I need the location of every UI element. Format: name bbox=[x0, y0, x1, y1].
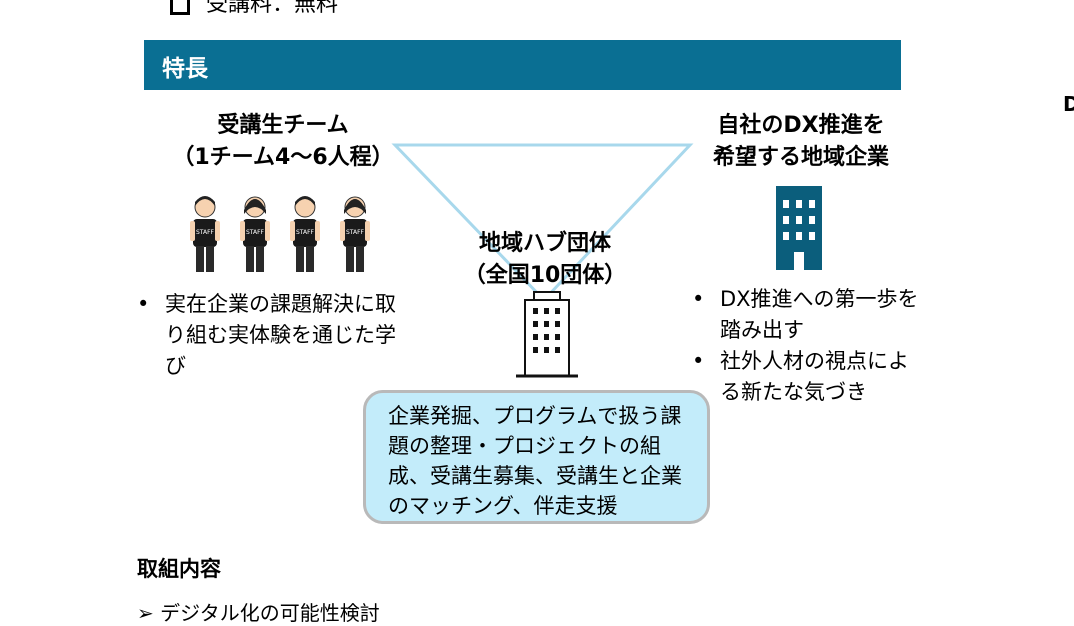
student-team-title: 受講生チーム bbox=[217, 113, 349, 138]
hub-org-heading: 地域ハブ団体 （全国10団体） bbox=[440, 228, 650, 292]
svg-text:STAFF: STAFF bbox=[296, 229, 315, 236]
edge-text: D bbox=[1063, 92, 1074, 116]
svg-text:STAFF: STAFF bbox=[346, 229, 365, 236]
checkbox-icon bbox=[170, 0, 190, 15]
hub-org-count: （全国10団体） bbox=[463, 263, 627, 288]
list-item: DX推進への第一歩を踏み出す bbox=[692, 284, 924, 346]
person-icon: STAFF bbox=[340, 196, 370, 272]
building-icon bbox=[516, 291, 578, 378]
company-benefits-list: DX推進への第一歩を踏み出す 社外人材の視点による新たな気づき bbox=[692, 284, 924, 408]
local-company-heading: 自社のDX推進を 希望する地域企業 bbox=[686, 110, 916, 174]
person-icon: STAFF bbox=[240, 196, 270, 272]
banner-title: 特長 bbox=[162, 56, 208, 82]
list-item: 実在企業の課題解決に取り組む実体験を通じた学び bbox=[137, 289, 397, 382]
person-icon: STAFF bbox=[190, 196, 220, 272]
svg-text:STAFF: STAFF bbox=[246, 229, 265, 236]
student-team-heading: 受講生チーム （1チーム4～6人程） bbox=[170, 110, 396, 174]
person-icon: STAFF bbox=[290, 196, 320, 272]
company-building-icon bbox=[776, 186, 822, 270]
callout-text: 企業発掘、プログラムで扱う課題の整理・プロジェクトの組成、受講生募集、受講生と企… bbox=[388, 404, 682, 518]
student-team-size: （1チーム4～6人程） bbox=[172, 145, 394, 170]
activity-item: ➢ デジタル化の可能性検討 bbox=[137, 601, 380, 625]
students-illustration: STAFF STAFF STAFF STAFF bbox=[190, 196, 370, 272]
local-company-subtitle: 希望する地域企業 bbox=[712, 145, 889, 170]
features-banner: 特長 bbox=[144, 40, 901, 90]
activities-section-title: 取組内容 bbox=[137, 557, 221, 581]
fee-text: 受講料：無料 bbox=[206, 0, 339, 17]
top-fee-line: 受講料：無料 bbox=[170, 0, 338, 18]
svg-text:STAFF: STAFF bbox=[196, 229, 215, 236]
list-item: 社外人材の視点による新たな気づき bbox=[692, 346, 924, 408]
student-benefits-list: 実在企業の課題解決に取り組む実体験を通じた学び bbox=[137, 289, 397, 382]
hub-org-title: 地域ハブ団体 bbox=[478, 231, 611, 256]
local-company-title: 自社のDX推進を bbox=[717, 113, 885, 138]
hub-role-callout: 企業発掘、プログラムで扱う課題の整理・プロジェクトの組成、受講生募集、受講生と企… bbox=[363, 390, 710, 524]
